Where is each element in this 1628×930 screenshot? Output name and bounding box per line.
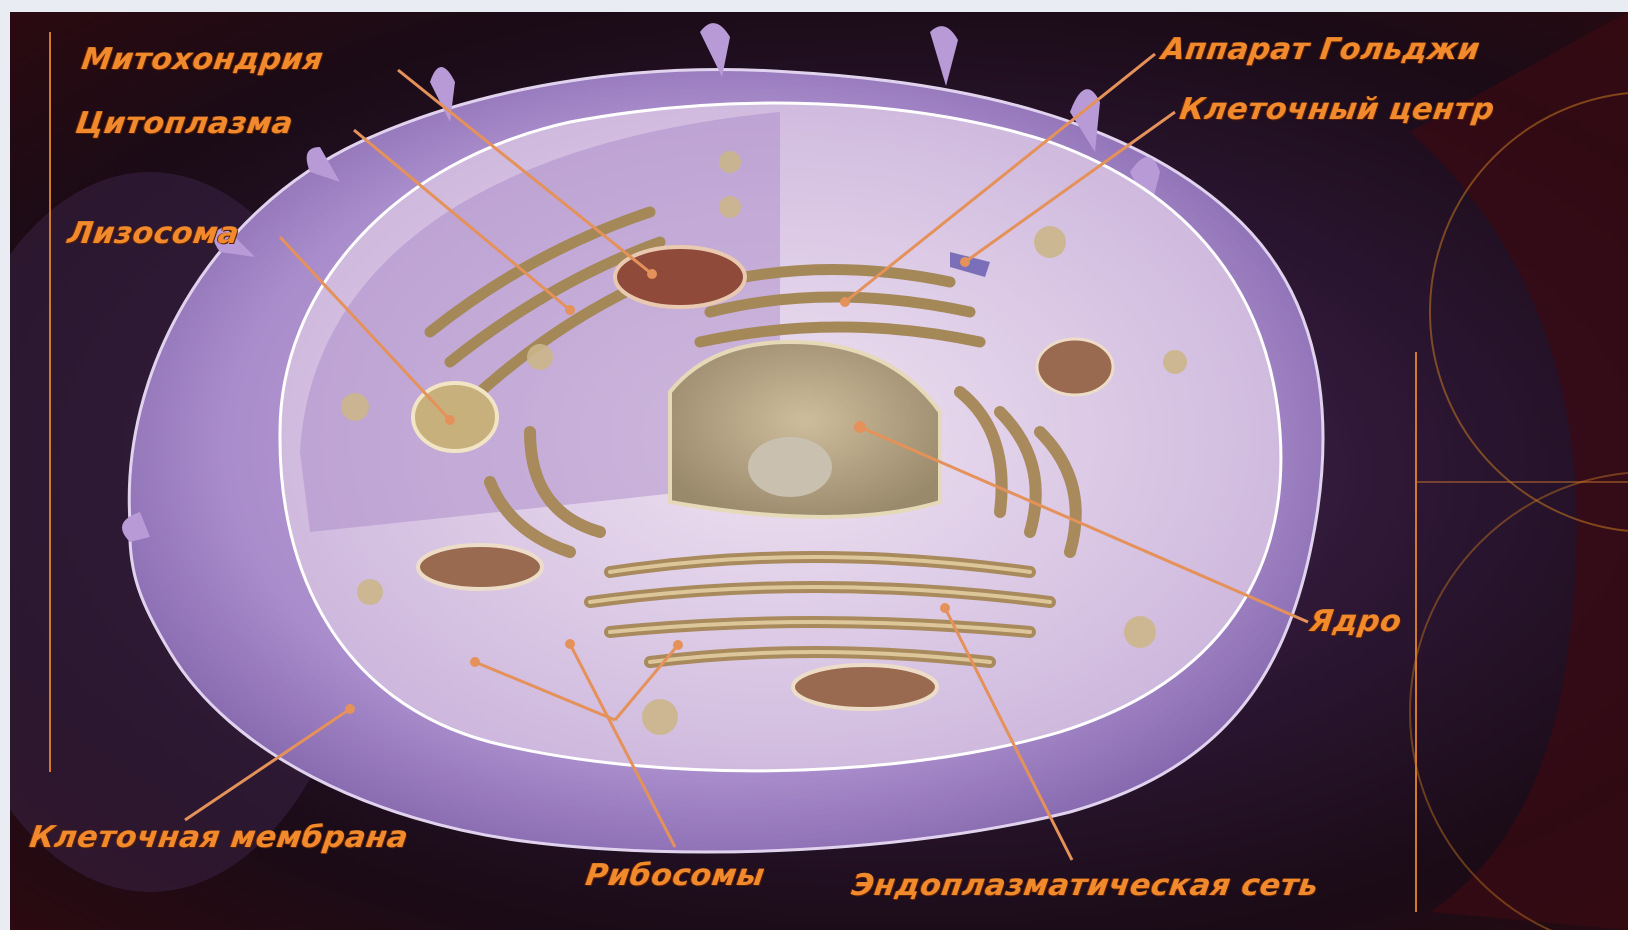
label-ribosomes: Рибосомы [584, 858, 768, 893]
cell-illustration [10, 12, 1628, 930]
label-golgi: Аппарат Гольджи [1160, 32, 1483, 67]
label-mitochondria: Митохондрия [80, 42, 326, 77]
background-corner [1410, 12, 1628, 930]
cell-diagram: Митохондрия Цитоплазма Лизосома Аппарат … [10, 12, 1628, 930]
label-lysosome: Лизосома [66, 216, 242, 251]
label-membrane: Клеточная мембрана [28, 820, 411, 855]
label-nucleus: Ядро [1308, 604, 1404, 639]
nucleolus [748, 437, 832, 497]
label-cytoplasm: Цитоплазма [74, 106, 296, 141]
label-cell-center: Клеточный центр [1178, 92, 1497, 127]
label-er: Эндоплазматическая сеть [850, 868, 1321, 903]
